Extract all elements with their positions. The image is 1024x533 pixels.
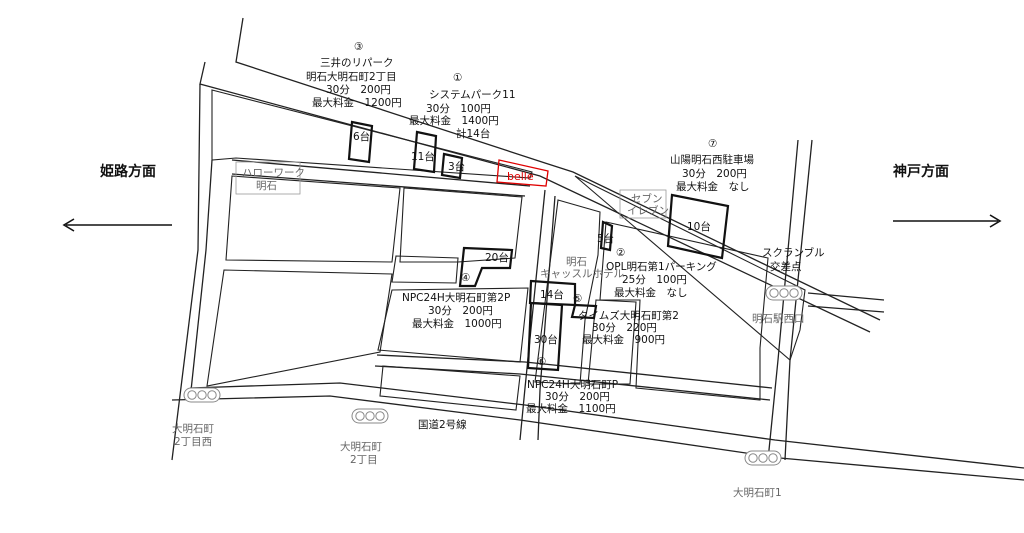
traffic-signal-icon	[744, 450, 782, 466]
route2-label: 国道2号線	[418, 418, 467, 431]
arrow-left-icon	[62, 218, 172, 232]
svg-text:最大料金 1200円: 最大料金 1200円	[312, 96, 402, 109]
lot-30-outline	[526, 301, 564, 372]
scramble-label-2: 交差点	[770, 260, 802, 273]
svg-text:最大料金 なし: 最大料金 なし	[676, 180, 750, 193]
lot-11-outline	[412, 130, 438, 174]
traffic-signal-icon	[351, 408, 389, 424]
lot-5-outline	[599, 220, 614, 252]
svg-text:最大料金 1100円: 最大料金 1100円	[526, 402, 616, 415]
parking-6-info: ⑥ NPC24H大明石町P 30分 200円 最大料金 1100円	[526, 356, 618, 415]
castle-hotel-label-1: 明石	[566, 256, 587, 268]
parking-2-info: ② OPL明石第1パーキング 25分 100円 最大料金 なし	[606, 247, 717, 299]
parking-2-number: ②	[616, 247, 625, 259]
lot-10-outline	[666, 193, 730, 260]
svg-text:最大料金 900円: 最大料金 900円	[582, 333, 665, 346]
hellowork-landmark: ハローワーク 明石	[235, 161, 305, 195]
intersection-akashi-west-exit: 明石駅西口	[752, 313, 805, 325]
parking-5-number: ⑤	[573, 293, 582, 305]
hellowork-label-2: 明石	[256, 180, 277, 192]
svg-text:30分 200円: 30分 200円	[326, 84, 391, 96]
intersection-ohakashi-2chome-nishi-1: 大明石町	[172, 422, 214, 435]
lot-count-6: 6台	[353, 130, 370, 143]
intersection-ohakashi-2chome-2: 2丁目	[350, 454, 378, 466]
lot-count-11: 11台	[411, 150, 435, 163]
svg-text:30分 200円: 30分 200円	[545, 391, 610, 403]
svg-text:30分 200円: 30分 200円	[682, 168, 747, 180]
svg-text:NPC24H大明石町第2P: NPC24H大明石町第2P	[402, 291, 510, 304]
parking-4-number: ④	[461, 272, 470, 284]
svg-text:山陽明石西駐車場: 山陽明石西駐車場	[670, 153, 754, 166]
svg-text:計14台: 計14台	[456, 127, 490, 140]
lot-count-14: 14台	[540, 288, 564, 301]
intersection-ohakashi-2chome-1: 大明石町	[340, 440, 382, 453]
svg-text:30分 200円: 30分 200円	[428, 305, 493, 317]
city-blocks	[206, 89, 806, 411]
svg-text:30分 220円: 30分 220円	[592, 322, 657, 334]
svg-text:明石大明石町2丁目: 明石大明石町2丁目	[306, 70, 397, 83]
seven-eleven-label-2: イレブン	[627, 204, 669, 217]
direction-himeji-label: 姫路方面	[100, 163, 156, 180]
lot-count-30: 30台	[534, 333, 558, 346]
lot-count-3: 3台	[448, 160, 465, 173]
traffic-signal-icon	[183, 387, 221, 403]
svg-text:OPL明石第1パーキング: OPL明石第1パーキング	[606, 260, 717, 273]
parking-lots	[347, 120, 730, 372]
direction-kobe-label: 神戸方面	[893, 163, 949, 180]
intersection-ohakashi-1: 大明石町1	[733, 486, 782, 499]
parking-7-number: ⑦	[708, 138, 717, 150]
svg-text:NPC24H大明石町P: NPC24H大明石町P	[527, 378, 618, 391]
parking-4-info: ④ NPC24H大明石町第2P 30分 200円 最大料金 1000円	[402, 272, 510, 330]
parking-3-number: ③	[354, 41, 363, 53]
svg-text:30分 100円: 30分 100円	[426, 103, 491, 115]
svg-text:三井のリパーク: 三井のリパーク	[320, 56, 394, 69]
scramble-label-1: スクランブル	[762, 246, 825, 259]
lot-5b-outline	[570, 303, 598, 320]
parking-5-info: ⑤ タイムズ大明石町第2 30分 220円 最大料金 900円	[573, 293, 679, 346]
lot-count-5: 5台	[597, 232, 614, 245]
parking-1-number: ①	[453, 72, 462, 84]
castle-hotel-landmark: 明石 キャッスルホテル	[540, 256, 624, 280]
intersection-ohakashi-2chome-nishi-2: 2丁目西	[174, 436, 212, 448]
svg-text:システムパーク11: システムパーク11	[429, 89, 516, 101]
lot-count-10: 10台	[687, 220, 711, 233]
belle-label: belle	[507, 170, 534, 183]
hellowork-label-1: ハローワーク	[242, 167, 305, 179]
lot-3-outline	[440, 152, 464, 180]
parking-7-info: ⑦ 山陽明石西駐車場 30分 200円 最大料金 なし	[670, 138, 754, 193]
parking-1-info: ① システムパーク11 30分 100円 最大料金 1400円 計14台	[409, 72, 516, 140]
traffic-signal-icon	[765, 285, 803, 301]
arrow-right-icon	[893, 214, 1002, 228]
svg-text:タイムズ大明石町第2: タイムズ大明石町第2	[578, 309, 679, 322]
svg-text:最大料金 1000円: 最大料金 1000円	[412, 317, 502, 330]
lot-20-outline	[458, 246, 514, 288]
svg-text:最大料金 1400円: 最大料金 1400円	[409, 114, 499, 127]
svg-text:最大料金 なし: 最大料金 なし	[614, 286, 688, 299]
parking-6-number: ⑥	[537, 356, 546, 368]
seven-eleven-label-1: セブン	[631, 192, 663, 205]
lot-count-20: 20台	[485, 251, 509, 264]
lot-6-outline	[347, 120, 374, 164]
parking-3-info: ③ 三井のリパーク 明石大明石町2丁目 30分 200円 最大料金 1200円	[306, 41, 402, 109]
svg-text:25分 100円: 25分 100円	[622, 274, 687, 286]
castle-hotel-label-2: キャッスルホテル	[540, 268, 624, 280]
seven-eleven-landmark: セブン イレブン	[619, 189, 669, 219]
belle-marker: belle	[496, 159, 549, 187]
